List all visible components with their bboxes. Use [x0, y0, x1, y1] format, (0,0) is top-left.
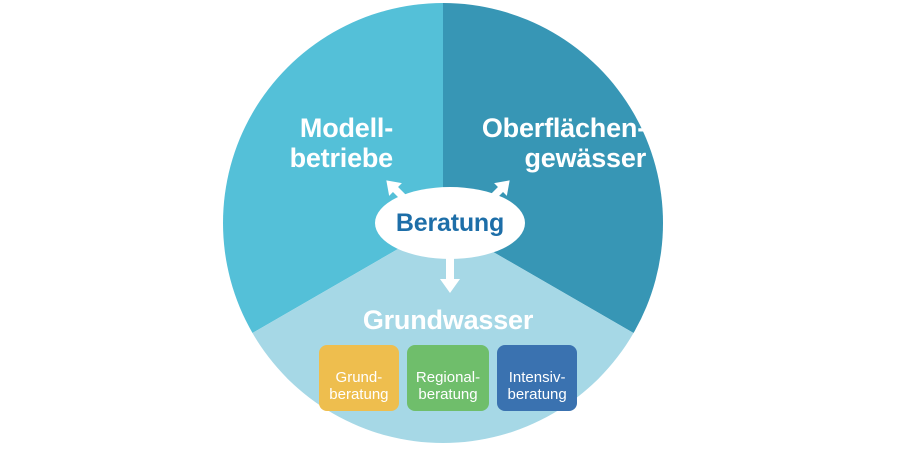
pill-regionalberatung[interactable]: Regional- beratung — [406, 345, 490, 412]
pill-grundberatung[interactable]: Grund- beratung — [318, 345, 399, 412]
pill-intensivberatung-label: Intensiv- beratung — [507, 368, 567, 404]
center-hub-label: Beratung — [395, 208, 505, 237]
pie-segment-modellbetriebe[interactable] — [223, 3, 443, 333]
pill-intensivberatung[interactable]: Intensiv- beratung — [497, 345, 578, 412]
pill-grundberatung-label: Grund- beratung — [329, 368, 389, 404]
center-hub-beratung[interactable]: Beratung — [375, 187, 525, 259]
pill-regionalberatung-label: Regional- beratung — [415, 368, 481, 404]
advisory-pill-group: Grund- beratung Regional- beratung Inten… — [313, 345, 583, 412]
segment-label-grundwasser: Grundwasser — [362, 305, 534, 335]
segment-label-oberflaechengewaesser: Oberflächen- gewässer — [481, 113, 646, 174]
segment-label-modellbetriebe: Modell- betriebe — [289, 113, 394, 174]
